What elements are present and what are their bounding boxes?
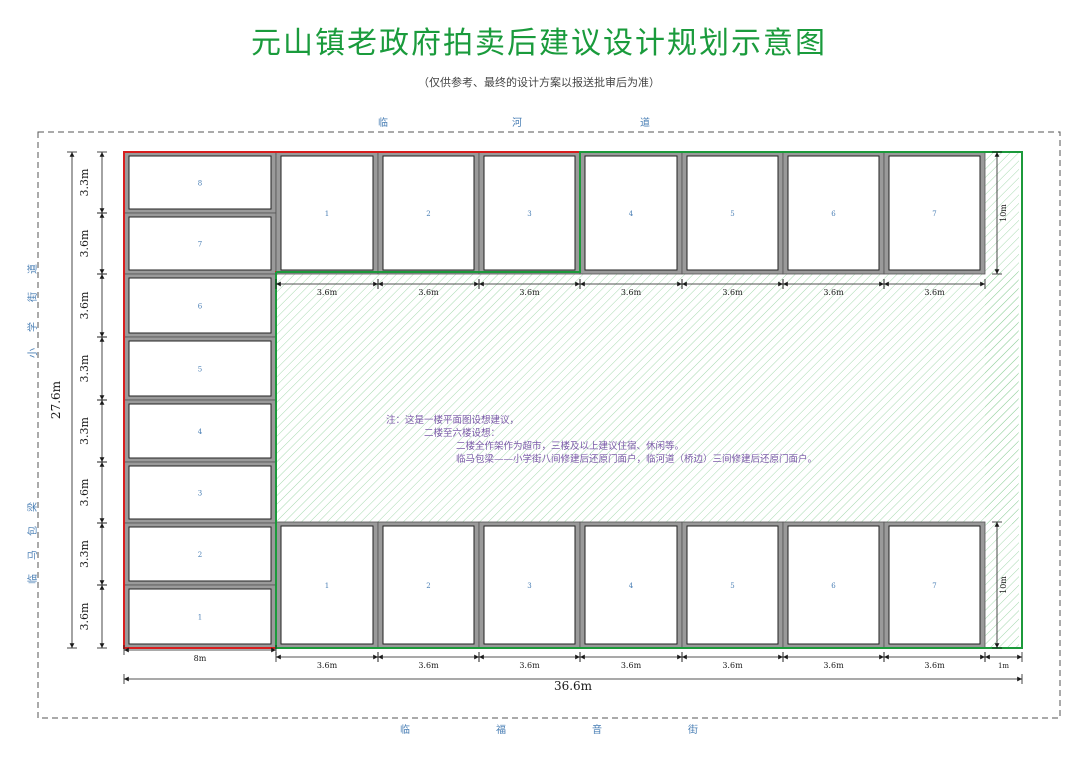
street-left-5: 临 (26, 574, 39, 584)
bottom-shop-3-room (483, 525, 576, 645)
right-margin-dim-label: 1m (998, 662, 1009, 670)
note-line-1: 注：这是一楼平面图设想建议， (386, 414, 519, 426)
row-dim-5-label: 3.3m (78, 416, 91, 444)
bottom-shop-2-label: 2 (426, 582, 430, 590)
bottom-shop-3-label: 3 (527, 582, 531, 590)
top-shop-4-room (584, 155, 678, 271)
top-shop-7-label: 7 (932, 210, 936, 218)
bottom-shop-5-label: 5 (730, 582, 734, 590)
bottom-shop-4-room (584, 525, 678, 645)
left-shop-3-room (128, 465, 272, 520)
mid-col-dim-3-label: 3.6m (519, 288, 540, 297)
left-shop-4-label: 4 (198, 428, 203, 436)
street-left-2: 学 (26, 322, 39, 332)
mid-col-dim-5-label: 3.6m (722, 288, 743, 297)
left-shop-1-label: 1 (198, 614, 202, 622)
left-shop-5-room (128, 340, 272, 397)
left-shop-7-label: 7 (198, 241, 202, 249)
bottom-shop-1-room (280, 525, 374, 645)
top-shop-6-room (787, 155, 880, 271)
bottom-col-dim-4-label: 3.6m (621, 661, 642, 670)
total-width-dim-label: 36.6m (554, 679, 593, 693)
top-depth-dim-label: 10m (999, 204, 1008, 222)
top-shop-6-label: 6 (831, 210, 836, 218)
page-title: 元山镇老政府拍卖后建议设计规划示意图 (251, 26, 827, 61)
street-bottom-1: 临 (400, 723, 410, 736)
total-height-dim-label: 27.6m (49, 380, 63, 419)
street-top-1: 临 (378, 116, 388, 129)
bottom-col-dim-7-label: 3.6m (924, 661, 945, 670)
bottom-col-dim-1-label: 3.6m (317, 661, 338, 670)
left-shop-7-room (128, 216, 272, 271)
bottom-shop-6-label: 6 (831, 582, 836, 590)
bottom-shop-1-label: 1 (325, 582, 329, 590)
left-shop-4-room (128, 403, 272, 459)
mid-col-dim-1-label: 3.6m (317, 288, 338, 297)
bottom-shop-7-label: 7 (932, 582, 936, 590)
row-dim-2-label: 3.6m (78, 229, 91, 257)
row-dim-4-label: 3.3m (78, 354, 91, 382)
bottom-col-dim-2-label: 3.6m (418, 661, 439, 670)
left-shop-1-room (128, 588, 272, 645)
top-shop-2-room (382, 155, 475, 271)
top-shop-1-label: 1 (325, 210, 329, 218)
left-shop-3-label: 3 (198, 490, 202, 498)
street-bottom-3: 音 (592, 723, 602, 736)
street-bottom-2: 福 (496, 723, 506, 736)
bottom-col-dim-5-label: 3.6m (722, 661, 743, 670)
left-shop-5-label: 5 (198, 366, 202, 374)
site-boundary (37, 131, 1061, 719)
top-shop-5-label: 5 (730, 210, 734, 218)
street-left-3: 街 (26, 292, 39, 302)
mid-col-dim-4-label: 3.6m (621, 288, 642, 297)
left-shop-8-room (128, 155, 272, 210)
note-line-4: 临马包梁——小学街八间修建后还原门面户，临河道（桥边）三间修建后还原门面户。 (456, 453, 817, 465)
bottom-shop-2-room (382, 525, 475, 645)
street-left-1: 小 (27, 348, 39, 358)
bottom-shop-6-room (787, 525, 880, 645)
bottom-shop-7-room (888, 525, 981, 645)
mid-col-dim-7-label: 3.6m (924, 288, 945, 297)
bottom-shop-4-label: 4 (629, 582, 634, 590)
right-strip-hatch (985, 152, 1019, 648)
page-subtitle: （仅供参考、最终的设计方案以报送批审后为准） (418, 76, 660, 89)
street-left-8: 梁 (26, 502, 39, 512)
left-shop-6-room (128, 277, 272, 334)
bottom-depth-dim-label: 10m (999, 576, 1008, 594)
mid-col-dim-6-label: 3.6m (823, 288, 844, 297)
street-top-2: 河 (512, 117, 522, 129)
left-shop-8-label: 8 (198, 180, 202, 188)
street-left-4: 道 (26, 264, 39, 274)
street-left-6: 马 (27, 550, 39, 560)
top-shop-1-room (280, 155, 374, 271)
bottom-col-dim-6-label: 3.6m (823, 661, 844, 670)
row-dim-3-label: 3.6m (78, 291, 91, 319)
top-shop-7-room (888, 155, 981, 271)
top-shop-3-label: 3 (527, 210, 531, 218)
shops-layer: 8 7 6 5 4 3 2 1 1 2 3 4 5 6 7 1 2 3 4 5 6 7 (123, 151, 986, 649)
note-line-2: 二楼至六楼设想： (424, 427, 500, 439)
street-left-7: 包 (26, 526, 39, 536)
row-dim-6-label: 3.6m (78, 478, 91, 506)
bottom-col-dim-3-label: 3.6m (519, 661, 540, 670)
mid-col-dim-2-label: 3.6m (418, 288, 439, 297)
top-shop-4-label: 4 (629, 210, 634, 218)
row-dim-8-label: 3.6m (78, 602, 91, 630)
street-bottom-4: 街 (688, 723, 698, 736)
courtyard-hatch (276, 272, 1018, 524)
dimensions-layer: 3.6m 3.6m 3.6m 3.6m 3.6m 3.6m 3.6m 3.6m 3.6m 3.6m… (49, 151, 1023, 693)
row-dim-1-label: 3.3m (78, 168, 91, 196)
top-shop-3-room (483, 155, 576, 271)
row-dim-7-label: 3.3m (78, 539, 91, 567)
top-shop-2-label: 2 (426, 210, 430, 218)
left-width-dim-label: 8m (194, 654, 207, 663)
street-top-3: 道 (640, 116, 650, 129)
left-shop-2-label: 2 (198, 551, 202, 559)
left-shop-6-label: 6 (198, 303, 203, 311)
left-shop-2-room (128, 526, 272, 582)
note-line-3: 二楼全作架作为超市，三楼及以上建议住宿、休闲等。 (456, 440, 684, 452)
bottom-shop-5-room (686, 525, 779, 645)
top-shop-5-room (686, 155, 779, 271)
